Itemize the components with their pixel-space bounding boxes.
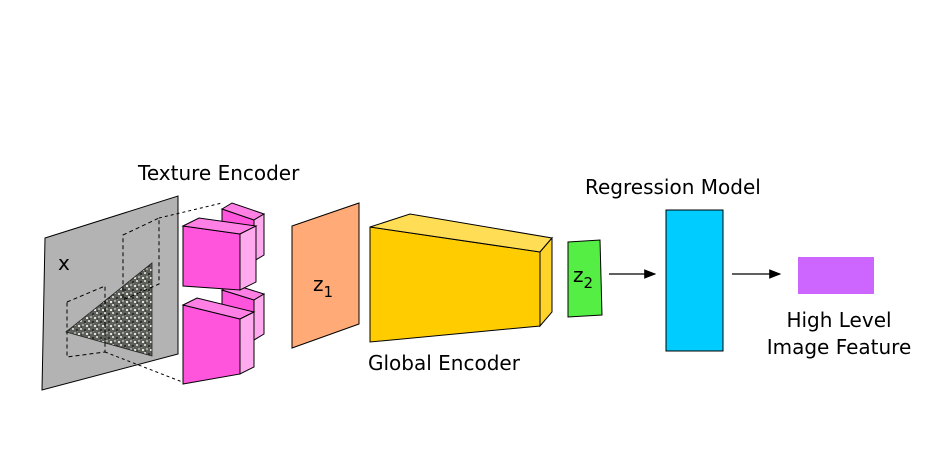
- global-encoder-block: [369, 213, 553, 343]
- receptive-field-outline-upper: [122, 217, 160, 301]
- z1-symbol: z1: [313, 272, 333, 301]
- high-level-feature-label-line1: High Level: [786, 308, 891, 332]
- high-level-feature-label-line2: Image Feature: [767, 335, 912, 359]
- z2-feature-vector: [567, 239, 603, 318]
- regression-model-label: Regression Model: [585, 175, 761, 199]
- input-image-plane: [41, 195, 179, 391]
- texture-block-front-upper: [181, 217, 258, 291]
- z2-symbol: z2: [573, 263, 593, 292]
- z1-feature-map: [291, 202, 360, 349]
- texture-crop-triangle: [65, 262, 153, 357]
- texture-block-front-lower: [181, 297, 256, 385]
- global-encoder-label: Global Encoder: [368, 351, 521, 375]
- projection-line-top: [158, 202, 223, 219]
- projection-line-bottom: [104, 351, 186, 384]
- symbol-x: x: [58, 251, 70, 275]
- texture-encoder-label: Texture Encoder: [137, 161, 300, 185]
- regression-model-block: [665, 209, 724, 352]
- high-level-feature-block: [798, 257, 874, 294]
